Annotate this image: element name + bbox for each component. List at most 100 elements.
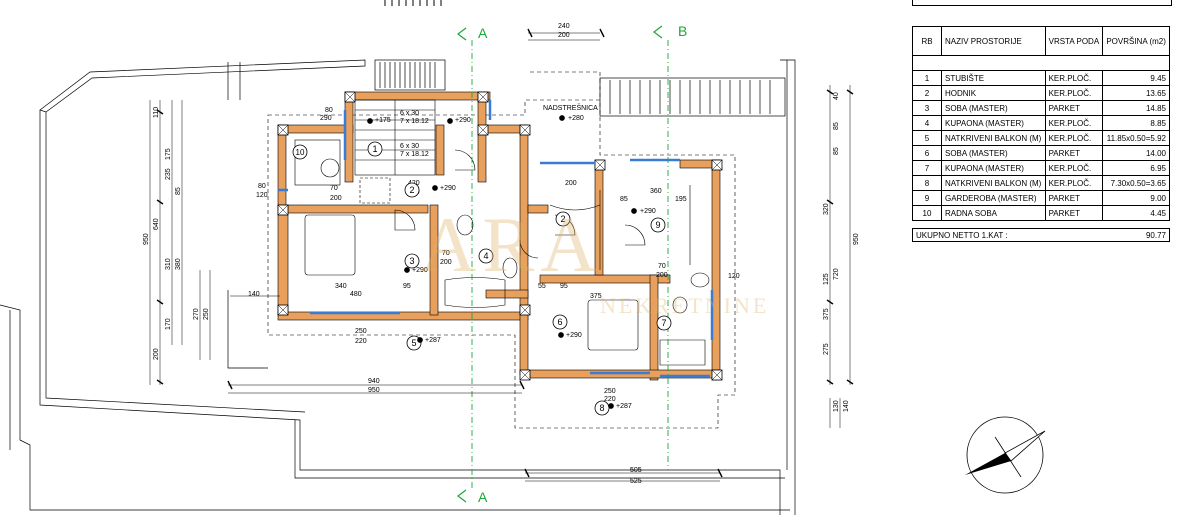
- dim-290a: 290: [320, 115, 332, 122]
- dim-left-170: 170: [165, 318, 172, 330]
- stair-label-2: 7 x 18.12: [400, 118, 429, 125]
- total-value: 90.77: [1145, 230, 1166, 240]
- svg-text:2: 2: [409, 185, 414, 195]
- dim-right-275: 275: [823, 343, 830, 355]
- dim-250: 250: [355, 328, 367, 335]
- site-outline: [0, 59, 796, 515]
- dim-left-250: 250: [203, 308, 210, 320]
- dim-200a: 200: [330, 195, 342, 202]
- compass-icon: [965, 416, 1046, 494]
- dim-240: 240: [558, 23, 570, 30]
- room-table: RB NAZIV PROSTORIJE VRSTA PODA POVRŠINA …: [912, 26, 1170, 221]
- room-schedule: RB NAZIV PROSTORIJE VRSTA PODA POVRŠINA …: [912, 26, 1170, 221]
- dim-525: 525: [630, 478, 642, 485]
- svg-text:6: 6: [557, 317, 562, 327]
- svg-text:5: 5: [411, 338, 416, 348]
- room-markers: 1 2 3 4 5 6 7 8 9 10 2: [292, 141, 672, 416]
- room-marker-1: 1: [367, 141, 383, 157]
- dimension-ticks: [156, 28, 854, 478]
- level-175: +175: [375, 117, 391, 124]
- section-marker-b-top: B: [653, 23, 687, 39]
- svg-text:9: 9: [655, 220, 660, 230]
- dim-200c: 200: [656, 272, 668, 279]
- section-marker-a-bottom: A: [457, 489, 488, 505]
- title-block-fragment: [912, 0, 1172, 6]
- dim-200: 200: [558, 32, 570, 39]
- svg-text:1: 1: [372, 144, 377, 154]
- dim-left-380: 380: [175, 258, 182, 270]
- dim-940: 940: [368, 378, 380, 385]
- room-marker-8: 8: [594, 400, 610, 416]
- dim-95a: 95: [403, 283, 411, 290]
- dim-right-140: 140: [843, 400, 850, 412]
- dim-right-375: 375: [823, 308, 830, 320]
- dim-120: 120: [256, 192, 268, 199]
- header-vrsta: VRSTA PODA: [1044, 26, 1104, 56]
- dim-70c: 70: [658, 263, 666, 270]
- dim-80b: 80: [258, 183, 266, 190]
- dim-950: 950: [368, 387, 380, 394]
- dim-375b: 375: [590, 293, 602, 300]
- dim-85c: 85: [620, 196, 628, 203]
- windows: [278, 100, 714, 378]
- dim-left-310: 310: [165, 258, 172, 270]
- svg-text:3: 3: [409, 256, 414, 266]
- dim-220: 220: [355, 338, 367, 345]
- exterior-stairs-left: [374, 59, 446, 91]
- level-290e: +290: [566, 332, 582, 339]
- dim-right-125: 125: [823, 273, 830, 285]
- room-marker-2b: 2: [555, 211, 571, 227]
- dim-250b: 250: [604, 388, 616, 395]
- right-dimension-labels: 40 85 85 320 950 720 125 375 275 130 140: [823, 92, 860, 412]
- section-label-a-bottom: A: [478, 489, 488, 505]
- svg-text:10: 10: [296, 148, 305, 157]
- total-label: UKUPNO NETTO 1.KAT :: [916, 230, 1008, 240]
- level-287b: +287: [616, 403, 632, 410]
- dim-left-640: 640: [153, 218, 160, 230]
- roof-outline: [267, 71, 736, 429]
- room-marker-2a: 2: [404, 182, 420, 198]
- dim-left-110: 110: [153, 107, 160, 118]
- svg-text:7: 7: [661, 318, 666, 328]
- section-label-a-top: A: [478, 25, 488, 41]
- total-row: UKUPNO NETTO 1.KAT : 90.77: [912, 228, 1170, 242]
- dim-right-130: 130: [833, 400, 840, 412]
- level-290d: +290: [640, 208, 656, 215]
- dim-right-40: 40: [833, 92, 840, 100]
- dim-left-200: 200: [153, 348, 160, 360]
- room-marker-6: 6: [552, 314, 568, 330]
- dim-right-85a: 85: [833, 122, 840, 130]
- level-287a: +287: [425, 337, 441, 344]
- room-marker-9: 9: [650, 217, 666, 233]
- watermark-subtitle: NEKRETNINE: [600, 293, 770, 318]
- level-290b: +290: [440, 185, 456, 192]
- table-header-row: RB NAZIV PROSTORIJE VRSTA PODA POVRŠINA …: [912, 26, 1170, 56]
- dim-70a: 70: [330, 185, 338, 192]
- dim-220b: 220: [604, 396, 616, 403]
- room-marker-3: 3: [404, 253, 420, 269]
- room-marker-4: 4: [478, 248, 494, 264]
- level-280: +280: [568, 115, 584, 122]
- dim-80a: 80: [325, 107, 333, 114]
- dim-480: 480: [350, 291, 362, 298]
- room-marker-10: 10: [292, 144, 308, 160]
- level-290c: +290: [412, 267, 428, 274]
- dim-left-950: 950: [143, 233, 150, 245]
- header-povrsina: POVRŠINA (m2): [1102, 26, 1170, 56]
- dim-right-950: 950: [853, 233, 860, 245]
- room-marker-7: 7: [656, 315, 672, 331]
- stair-label-1: 6 x 30: [400, 110, 419, 117]
- dim-55: 55: [538, 283, 546, 290]
- left-dimension-labels: 110 175 235 85 640 950 310 380 170 200 2…: [143, 107, 210, 360]
- canopy-label: NADSTREŠNICA: [543, 103, 598, 112]
- dim-505: 505: [630, 467, 642, 474]
- section-marker-a-top: A: [457, 25, 488, 41]
- dim-140: 140: [248, 291, 260, 298]
